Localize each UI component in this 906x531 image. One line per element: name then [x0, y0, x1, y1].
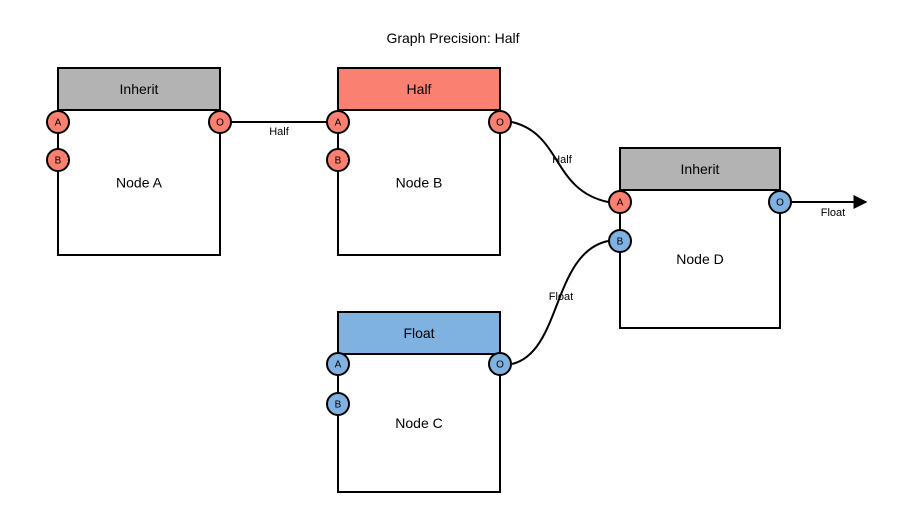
port-circle[interactable]	[46, 110, 70, 134]
port-inputs-b[interactable]: B	[326, 392, 350, 416]
page-title: Graph Precision: Half	[386, 30, 519, 46]
edge-edge-c-to-d: Float	[511, 240, 609, 365]
port-inputs-b[interactable]: B	[46, 148, 70, 172]
node-name-label: Node B	[396, 175, 443, 191]
edge-line	[511, 121, 609, 203]
port-circle[interactable]	[46, 148, 70, 172]
edge-label: Half	[269, 126, 290, 138]
port-inputs-a[interactable]: A	[326, 352, 350, 376]
node-header[interactable]	[57, 67, 221, 111]
port-circle[interactable]	[326, 392, 350, 416]
port-label: O	[216, 118, 224, 129]
port-circle[interactable]	[326, 148, 350, 172]
node-header-label: Inherit	[120, 81, 159, 97]
node-header-label: Float	[403, 325, 434, 341]
port-inputs-b[interactable]: B	[608, 229, 632, 253]
port-label: A	[617, 198, 624, 209]
port-circle[interactable]	[326, 352, 350, 376]
node-header[interactable]	[619, 147, 781, 191]
node-header[interactable]	[337, 67, 501, 111]
edge-edge-d-output: Float	[792, 195, 868, 219]
edge-edge-b-to-d: Half	[511, 121, 609, 203]
port-label: B	[335, 156, 342, 167]
port-circle[interactable]	[768, 190, 792, 214]
port-label: B	[55, 156, 62, 167]
port-outputs-o[interactable]: O	[208, 110, 232, 134]
node-header-label: Half	[407, 81, 432, 97]
node-name-label: Node D	[676, 251, 723, 267]
port-label: B	[335, 400, 342, 411]
port-label: A	[55, 118, 62, 129]
port-label: O	[496, 360, 504, 371]
node-header[interactable]	[337, 311, 501, 355]
port-circle[interactable]	[208, 110, 232, 134]
port-label: A	[335, 118, 342, 129]
edge-label: Half	[552, 154, 573, 166]
port-circle[interactable]	[326, 110, 350, 134]
port-outputs-o[interactable]: O	[488, 110, 512, 134]
port-outputs-o[interactable]: O	[488, 352, 512, 376]
port-circle[interactable]	[608, 190, 632, 214]
node-header-label: Inherit	[681, 161, 720, 177]
port-inputs-a[interactable]: A	[608, 190, 632, 214]
port-inputs-a[interactable]: A	[326, 110, 350, 134]
node-name-label: Node C	[395, 415, 442, 431]
port-label: O	[776, 198, 784, 209]
port-circle[interactable]	[488, 110, 512, 134]
port-circle[interactable]	[488, 352, 512, 376]
port-circle[interactable]	[608, 229, 632, 253]
port-label: O	[496, 118, 504, 129]
edge-line	[511, 240, 609, 365]
port-outputs-o[interactable]: O	[768, 190, 792, 214]
port-inputs-b[interactable]: B	[326, 148, 350, 172]
port-inputs-a[interactable]: A	[46, 110, 70, 134]
edge-label: Float	[821, 207, 845, 219]
node-name-label: Node A	[116, 175, 163, 191]
port-label: B	[617, 237, 624, 248]
edge-edge-a-to-b: Half	[232, 121, 326, 138]
port-label: A	[335, 360, 342, 371]
edge-label: Float	[549, 291, 573, 303]
